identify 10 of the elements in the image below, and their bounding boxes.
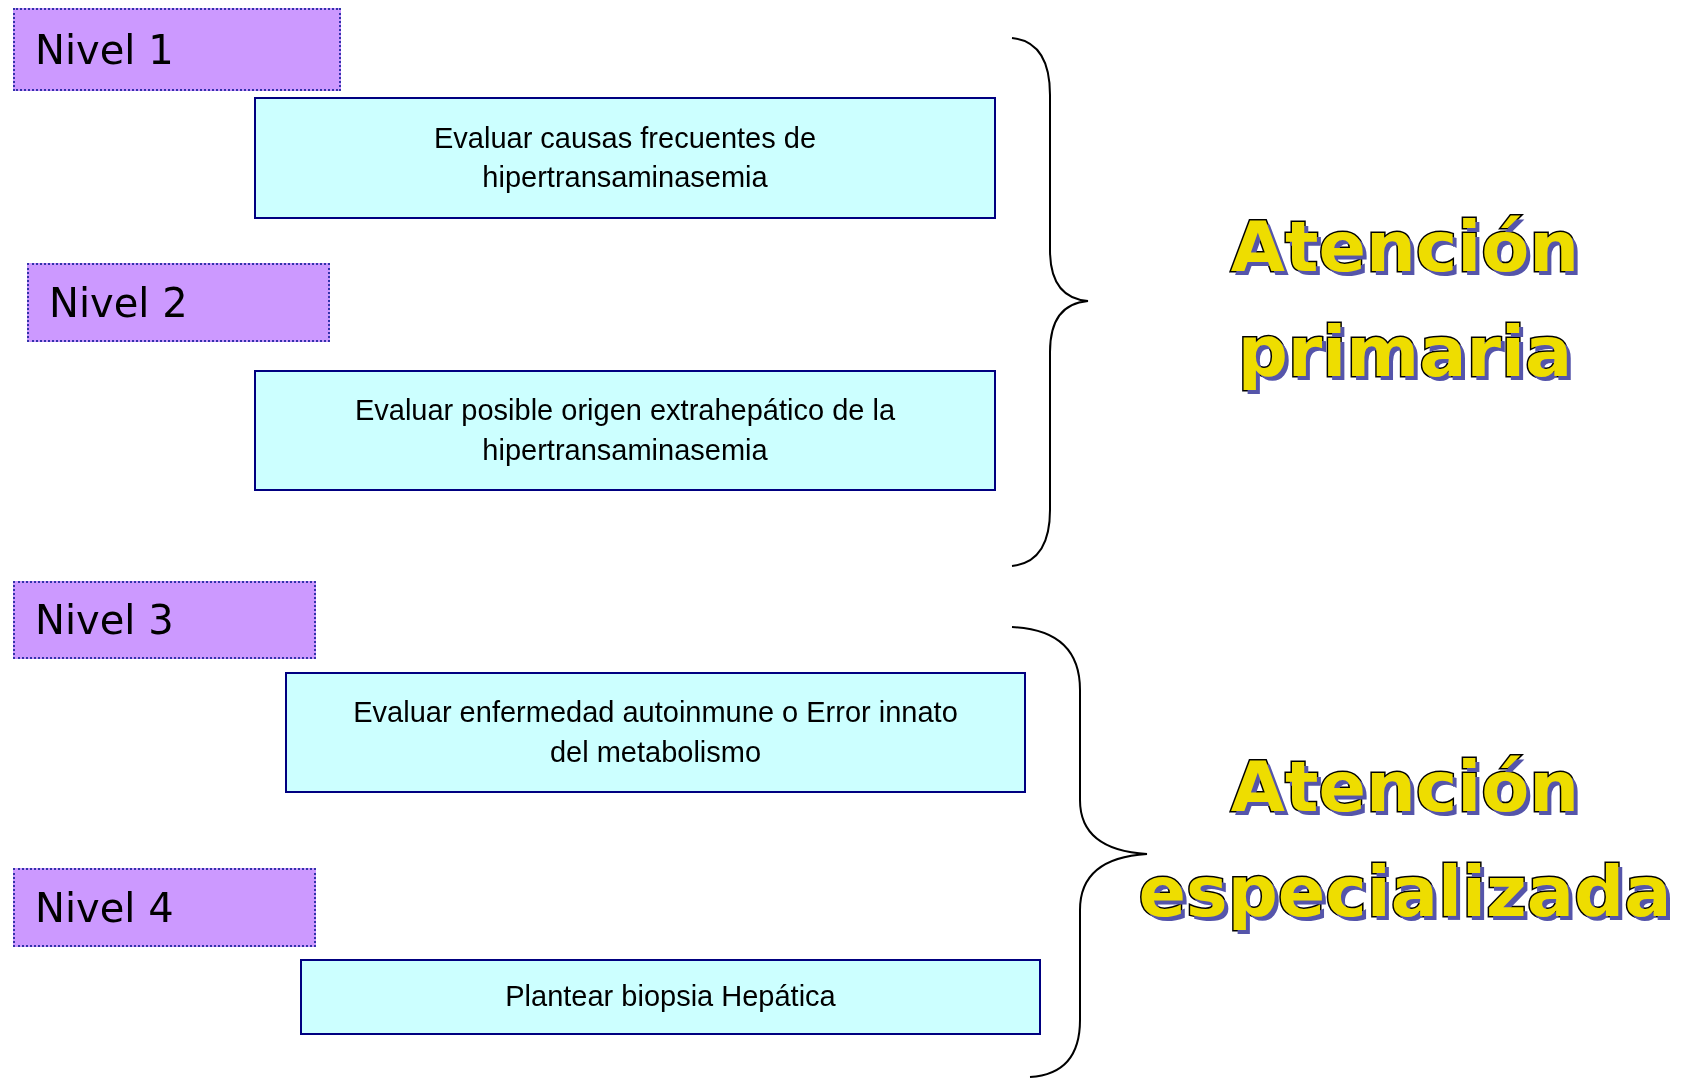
heading-text: Atención primaria (1229, 205, 1581, 395)
process-box: Evaluar causas frecuentes de hipertransaminasemia (254, 97, 996, 219)
level-box: Nivel 4 (13, 868, 316, 947)
level-box: Nivel 3 (13, 581, 316, 659)
process-box: Evaluar posible origen extrahepático de la hipertransaminasemia (254, 370, 996, 491)
level-box: Nivel 1 (13, 8, 341, 91)
process-box: Evaluar enfermedad autoinmune o Error innato del metabolismo (285, 672, 1026, 793)
level-box: Nivel 2 (27, 263, 330, 342)
process-box: Plantear biopsia Hepática (300, 959, 1041, 1035)
heading-text: Atención especializada (1137, 745, 1673, 935)
